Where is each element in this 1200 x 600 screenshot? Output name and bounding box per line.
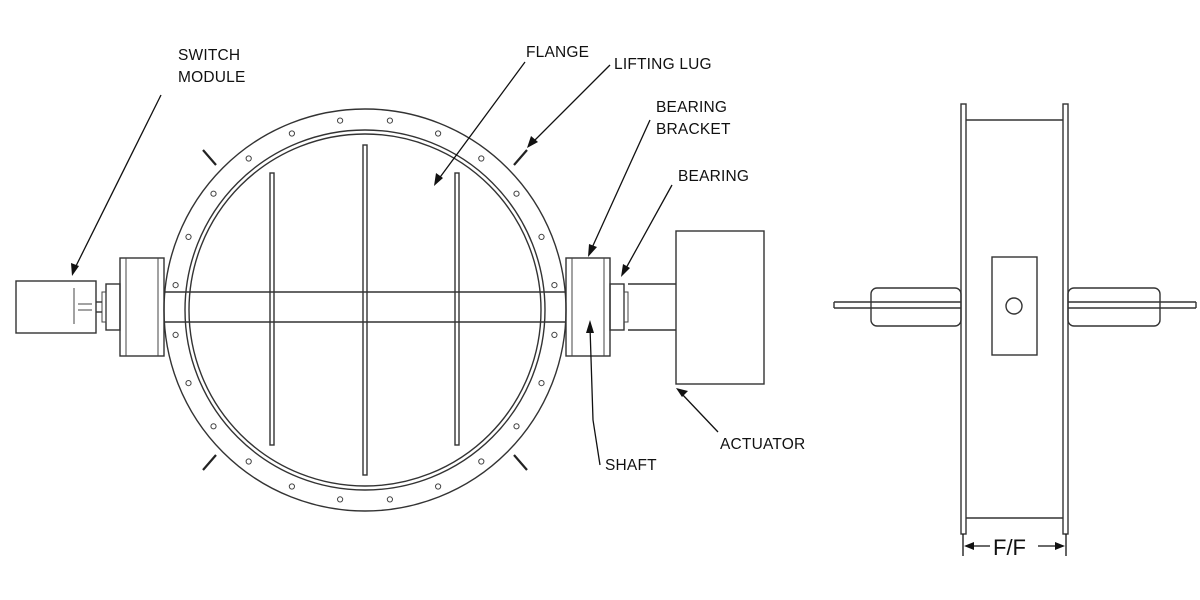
bolt-hole xyxy=(478,458,485,465)
shaft xyxy=(96,283,676,331)
bearing-left xyxy=(101,283,121,331)
bolt-hole xyxy=(172,331,179,338)
label-switch-module-line1: SWITCH xyxy=(178,47,240,64)
ff-dimension xyxy=(962,534,1067,556)
label-shaft: SHAFT xyxy=(605,457,657,474)
side-flange-left xyxy=(960,103,967,535)
side-bearing-left xyxy=(870,287,962,327)
label-face-to-face: F/F xyxy=(993,535,1026,560)
bearing-bracket-right xyxy=(565,257,611,357)
bolt-hole xyxy=(551,331,558,338)
label-switch-module-line2: MODULE xyxy=(178,69,246,86)
label-bearing-bracket-line1: BEARING xyxy=(656,99,727,116)
label-bearing-bracket-line2: BRACKET xyxy=(656,121,731,138)
bolt-hole xyxy=(337,117,344,124)
bolt-hole xyxy=(386,117,393,124)
bolt-hole xyxy=(478,155,485,162)
actuator xyxy=(675,230,765,385)
bolt-hole xyxy=(435,483,442,490)
labels: SWITCH MODULE FLANGE LIFTING LUG BEARING… xyxy=(178,44,1026,560)
bolt-hole xyxy=(513,190,520,197)
bolt-hole xyxy=(185,380,192,387)
bolt-hole xyxy=(245,155,252,162)
bolt-hole xyxy=(245,458,252,465)
bolt-hole xyxy=(172,282,179,289)
label-lifting-lug: LIFTING LUG xyxy=(614,56,712,73)
label-flange: FLANGE xyxy=(526,44,589,61)
blade-stiffeners xyxy=(269,144,460,476)
bolt-hole xyxy=(538,233,545,240)
flange xyxy=(163,108,567,512)
label-actuator: ACTUATOR xyxy=(720,436,805,453)
bolt-hole xyxy=(210,190,217,197)
switch-module xyxy=(15,280,97,334)
flange-bolt-holes xyxy=(172,117,558,503)
side-bearing-right xyxy=(1067,287,1161,327)
bolt-hole xyxy=(513,423,520,430)
leader-lines xyxy=(71,61,719,466)
side-flange-right xyxy=(1062,103,1069,535)
bolt-hole xyxy=(288,130,295,137)
lifting-lugs xyxy=(202,149,528,471)
side-shaft xyxy=(833,301,1197,309)
label-bearing: BEARING xyxy=(678,168,749,185)
side-blade-plate xyxy=(991,256,1038,356)
side-view xyxy=(833,103,1197,556)
bolt-hole xyxy=(386,496,393,503)
bolt-hole xyxy=(337,496,344,503)
bolt-hole xyxy=(288,483,295,490)
side-shaft-hole xyxy=(1005,297,1023,315)
bolt-hole xyxy=(435,130,442,137)
bolt-hole xyxy=(538,380,545,387)
bearing-right xyxy=(609,283,629,331)
bearing-bracket-left xyxy=(119,257,165,357)
bolt-hole xyxy=(210,423,217,430)
bolt-hole xyxy=(551,282,558,289)
bolt-hole xyxy=(185,233,192,240)
front-view xyxy=(15,108,765,512)
